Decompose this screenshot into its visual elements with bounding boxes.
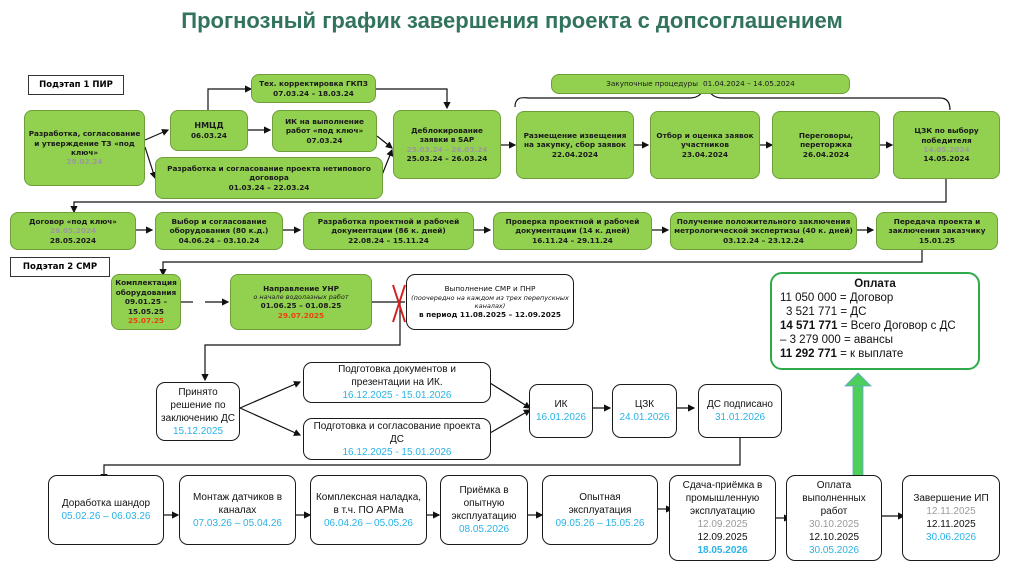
payment-box: Оплата 11 050 000 = Договор 3 521 771 = … <box>770 272 980 370</box>
payment-line: 14 571 771 = Всего Договор с ДС <box>780 320 956 333</box>
node-shandor[interactable]: Доработка шандор 05.02.26 – 06.03.26 <box>48 475 164 545</box>
node-czk-winner[interactable]: ЦЗК по выбору победителя 14.05.2024 14.0… <box>893 111 1000 179</box>
node-setup[interactable]: Комплексная наладка, в т.ч. ПО АРМа 06.0… <box>310 475 427 545</box>
node-ds-draft[interactable]: Подготовка и согласование проекта ДС 16.… <box>303 418 491 460</box>
payment-line: 3 521 771 = ДС <box>786 306 867 319</box>
node-notice[interactable]: Размещение извещения на закупку, сбор за… <box>516 111 634 179</box>
node-negotiation[interactable]: Переговоры, переторжка 26.04.2024 <box>772 111 880 179</box>
green-up-arrow-icon <box>844 372 872 477</box>
payment-title: Оплата <box>854 278 896 290</box>
payment-line: 11 292 771 = к выплате <box>780 348 904 361</box>
node-docs[interactable]: Подготовка документов и презентации на И… <box>303 362 491 403</box>
node-tz[interactable]: Разработка, согласование и утверждение Т… <box>24 110 145 186</box>
node-kit[interactable]: Комплектация оборудования 09.01.25 – 15.… <box>111 274 181 330</box>
node-decision[interactable]: Принято решение по заключению ДС 15.12.2… <box>156 382 240 441</box>
node-ds-signed[interactable]: ДС подписано 31.01.2026 <box>698 384 782 438</box>
cancel-cross-icon <box>392 284 406 323</box>
node-ik-works[interactable]: ИК на выполнение работ «под ключ» 07.03.… <box>272 110 377 152</box>
node-unr[interactable]: Направление УНР о начале водолазных рабо… <box>230 274 372 330</box>
node-sap[interactable]: Деблокирование заявки в SAP 25.03.24 – 2… <box>393 110 501 179</box>
node-procurement[interactable]: Закупочные процедуры 01.04.2024 – 14.05.… <box>551 74 850 94</box>
page-title: Прогнозный график завершения проекта с д… <box>181 8 843 33</box>
stage-label-2: Подэтап 2 СМР <box>10 257 110 277</box>
payment-line: 11 050 000 = Договор <box>780 292 894 305</box>
node-industrial[interactable]: Сдача-приёмка в промышленную эксплуатаци… <box>669 475 776 561</box>
node-trial[interactable]: Опытная эксплуатация 09.05.26 – 15.05.26 <box>542 475 658 545</box>
node-design[interactable]: Разработка проектной и рабочей документа… <box>303 212 474 250</box>
node-check[interactable]: Проверка проектной и рабочей документаци… <box>493 212 652 250</box>
stage-label-1: Подэтап 1 ПИР <box>28 75 124 95</box>
node-sensors[interactable]: Монтаж датчиков в каналах 07.03.26 – 05.… <box>179 475 296 545</box>
node-pay-works[interactable]: Оплата выполненных работ 30.10.2025 12.1… <box>786 475 882 561</box>
node-smr[interactable]: Выполнение СМР и ПНР (поочередно на кажд… <box>406 274 574 330</box>
node-gkpz[interactable]: Тех. корректировка ГКПЗ 07.03.24 – 18.03… <box>251 74 376 103</box>
node-czk[interactable]: ЦЗК 24.01.2026 <box>612 384 677 438</box>
node-expertise[interactable]: Получение положительного заключения метр… <box>670 212 857 250</box>
node-nmcd[interactable]: НМЦД 06.03.24 <box>170 110 248 151</box>
payment-line: – 3 279 000 = авансы <box>780 334 894 347</box>
node-ik[interactable]: ИК 16.01.2026 <box>529 384 593 438</box>
node-acceptance[interactable]: Приёмка в опытную эксплуатацию 08.05.202… <box>440 475 528 545</box>
node-contract-draft[interactable]: Разработка и согласование проекта нетипо… <box>155 157 383 199</box>
node-selection[interactable]: Отбор и оценка заявок участников 23.04.2… <box>650 111 760 179</box>
node-finish[interactable]: Завершение ИП 12.11.2025 12.11.2025 30.0… <box>902 475 1000 561</box>
node-equipment[interactable]: Выбор и согласование оборудования (80 к.… <box>155 212 283 250</box>
node-handover[interactable]: Передача проекта и заключения заказчику … <box>876 212 998 250</box>
node-contract[interactable]: Договор «под ключ» 28.05.2024 28.05.2024 <box>10 212 136 250</box>
